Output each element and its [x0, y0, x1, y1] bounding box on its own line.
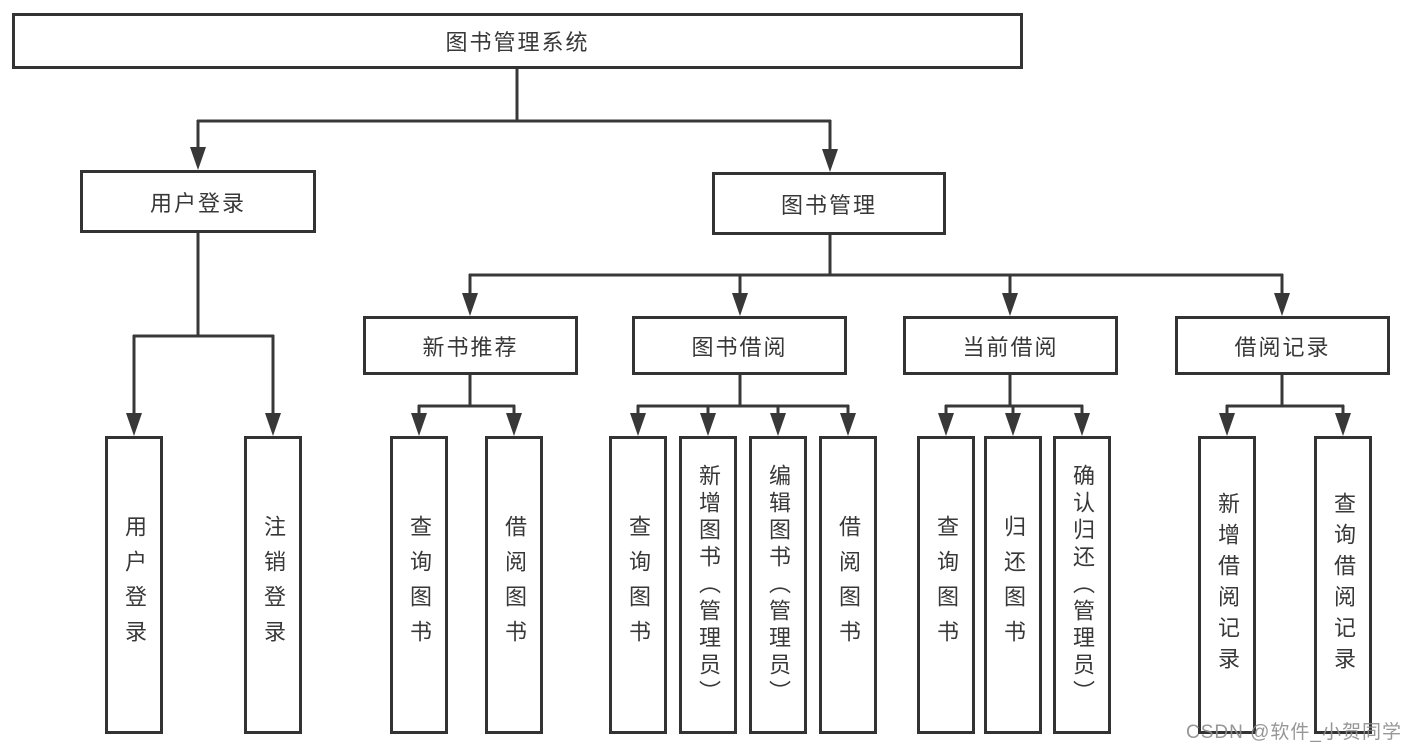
arrowhead-icon: [1274, 293, 1290, 316]
leaf-borrow-books-recommend: 借阅图书: [485, 436, 543, 734]
arrowhead-icon: [411, 413, 427, 436]
node-book-borrowing: 图书借阅: [632, 316, 847, 375]
leaf-label: 新增借阅记录: [1215, 492, 1240, 678]
node-label: 用户登录: [149, 190, 246, 216]
leaf-label: 归还图书: [1001, 515, 1026, 655]
arrowhead-icon: [265, 413, 281, 436]
arrowhead-icon: [506, 413, 522, 436]
arrowhead-icon: [770, 413, 786, 436]
leaf-query-borrow-record: 查询借阅记录: [1314, 436, 1372, 734]
arrowhead-icon: [1335, 413, 1351, 436]
arrowhead-icon: [630, 413, 646, 436]
arrowhead-icon: [700, 413, 716, 436]
arrowhead-icon: [190, 147, 206, 170]
leaf-query-books-borrow: 查询图书: [609, 436, 667, 734]
node-label: 借阅记录: [1234, 334, 1331, 360]
leaf-query-books-recommend: 查询图书: [390, 436, 448, 734]
node-label: 新书推荐: [422, 334, 519, 360]
watermark: CSDN @软件_小贺同学: [1186, 722, 1402, 743]
leaf-add-borrow-record: 新增借阅记录: [1198, 436, 1256, 734]
leaf-label: 查询图书: [626, 515, 651, 655]
arrowhead-icon: [732, 293, 748, 316]
arrowhead-icon: [1219, 413, 1235, 436]
arrowhead-icon: [1074, 413, 1090, 436]
node-label: 当前借阅: [962, 334, 1059, 360]
node-current-borrowing: 当前借阅: [903, 316, 1118, 375]
leaf-label: 查询借阅记录: [1331, 492, 1356, 678]
leaf-label: 注销登录: [261, 515, 286, 655]
leaf-label: 借阅图书: [502, 515, 527, 655]
leaf-label: 借阅图书: [836, 515, 861, 655]
leaf-borrow-books-borrow: 借阅图书: [819, 436, 877, 734]
node-borrowing-records: 借阅记录: [1175, 316, 1390, 375]
node-label: 图书借阅: [691, 334, 788, 360]
node-new-book-recommendation: 新书推荐: [363, 316, 578, 375]
node-library-management-system: 图书管理系统: [12, 13, 1023, 69]
arrowhead-icon: [938, 413, 954, 436]
node-label: 图书管理: [780, 192, 877, 218]
leaf-edit-book-admin: 编辑图书（管理员）: [749, 436, 807, 734]
node-label: 图书管理系统: [445, 30, 590, 55]
leaf-label: 查询图书: [407, 515, 432, 655]
leaf-label: 查询图书: [934, 515, 959, 655]
leaf-add-book-admin: 新增图书（管理员）: [679, 436, 737, 734]
leaf-return-books: 归还图书: [984, 436, 1042, 734]
arrowhead-icon: [126, 413, 142, 436]
node-book-management: 图书管理: [712, 172, 946, 235]
leaf-label: 确认归还（管理员）: [1070, 463, 1095, 707]
node-user-login: 用户登录: [80, 170, 316, 233]
leaf-label: 编辑图书（管理员）: [766, 463, 791, 707]
arrowhead-icon: [462, 293, 478, 316]
arrowhead-icon: [1005, 413, 1021, 436]
leaf-query-books-current: 查询图书: [917, 436, 975, 734]
leaf-confirm-return-admin: 确认归还（管理员）: [1053, 436, 1111, 734]
arrowhead-icon: [1002, 293, 1018, 316]
leaf-label: 新增图书（管理员）: [696, 463, 721, 707]
leaf-logout: 注销登录: [244, 436, 302, 734]
leaf-user-login: 用户登录: [105, 436, 163, 734]
arrowhead-icon: [840, 413, 856, 436]
leaf-label: 用户登录: [122, 515, 147, 655]
arrowhead-icon: [822, 149, 838, 172]
